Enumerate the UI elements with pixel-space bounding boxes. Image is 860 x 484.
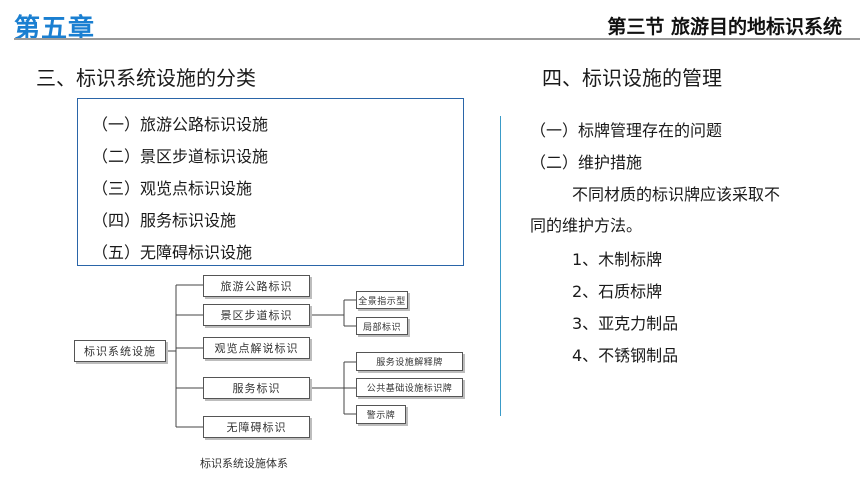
- diagram-node-panorama: 全景指示型: [356, 291, 408, 309]
- paragraph-line: 不同材质的标识牌应该采取不: [572, 185, 781, 204]
- category-box: （一）旅游公路标识设施 （二）景区步道标识设施 （三）观览点标识设施 （四）服务…: [77, 98, 464, 266]
- diagram-node-local: 局部标识: [356, 317, 408, 335]
- diagram-node-trail: 景区步道标识: [203, 304, 310, 326]
- diagram-node-service-explain: 服务设施解释牌: [356, 352, 463, 371]
- header-divider: [14, 38, 860, 40]
- diagram-node-highway: 旅游公路标识: [203, 275, 310, 297]
- category-item: （三）观览点标识设施: [92, 179, 253, 198]
- classification-heading: 三、标识系统设施的分类: [36, 66, 256, 90]
- management-item: （二）维护措施: [530, 153, 643, 172]
- column-divider: [500, 116, 501, 416]
- diagram-node-accessible: 无障碍标识: [203, 416, 310, 438]
- category-item: （一）旅游公路标识设施: [92, 115, 269, 134]
- category-item: （五）无障碍标识设施: [92, 243, 253, 262]
- management-heading: 四、标识设施的管理: [542, 66, 722, 90]
- diagram-caption: 标识系统设施体系: [200, 457, 288, 470]
- material-item: 2、石质标牌: [572, 282, 663, 301]
- material-item: 1、木制标牌: [572, 250, 663, 269]
- material-item: 3、亚克力制品: [572, 314, 679, 333]
- category-item: （四）服务标识设施: [92, 211, 237, 230]
- diagram-root-node: 标识系统设施: [74, 340, 166, 362]
- diagram-node-service: 服务标识: [203, 377, 310, 399]
- paragraph-line: 同的维护方法。: [530, 216, 643, 235]
- material-item: 4、不锈钢制品: [572, 346, 679, 365]
- category-item: （二）景区步道标识设施: [92, 147, 269, 166]
- section-title: 第三节 旅游目的地标识系统: [607, 16, 842, 38]
- diagram-node-viewpoint: 观览点解说标识: [203, 337, 310, 359]
- diagram-node-public-facility: 公共基础设施标识牌: [356, 378, 463, 397]
- management-item: （一）标牌管理存在的问题: [530, 121, 723, 140]
- diagram-node-warning: 警示牌: [356, 405, 406, 424]
